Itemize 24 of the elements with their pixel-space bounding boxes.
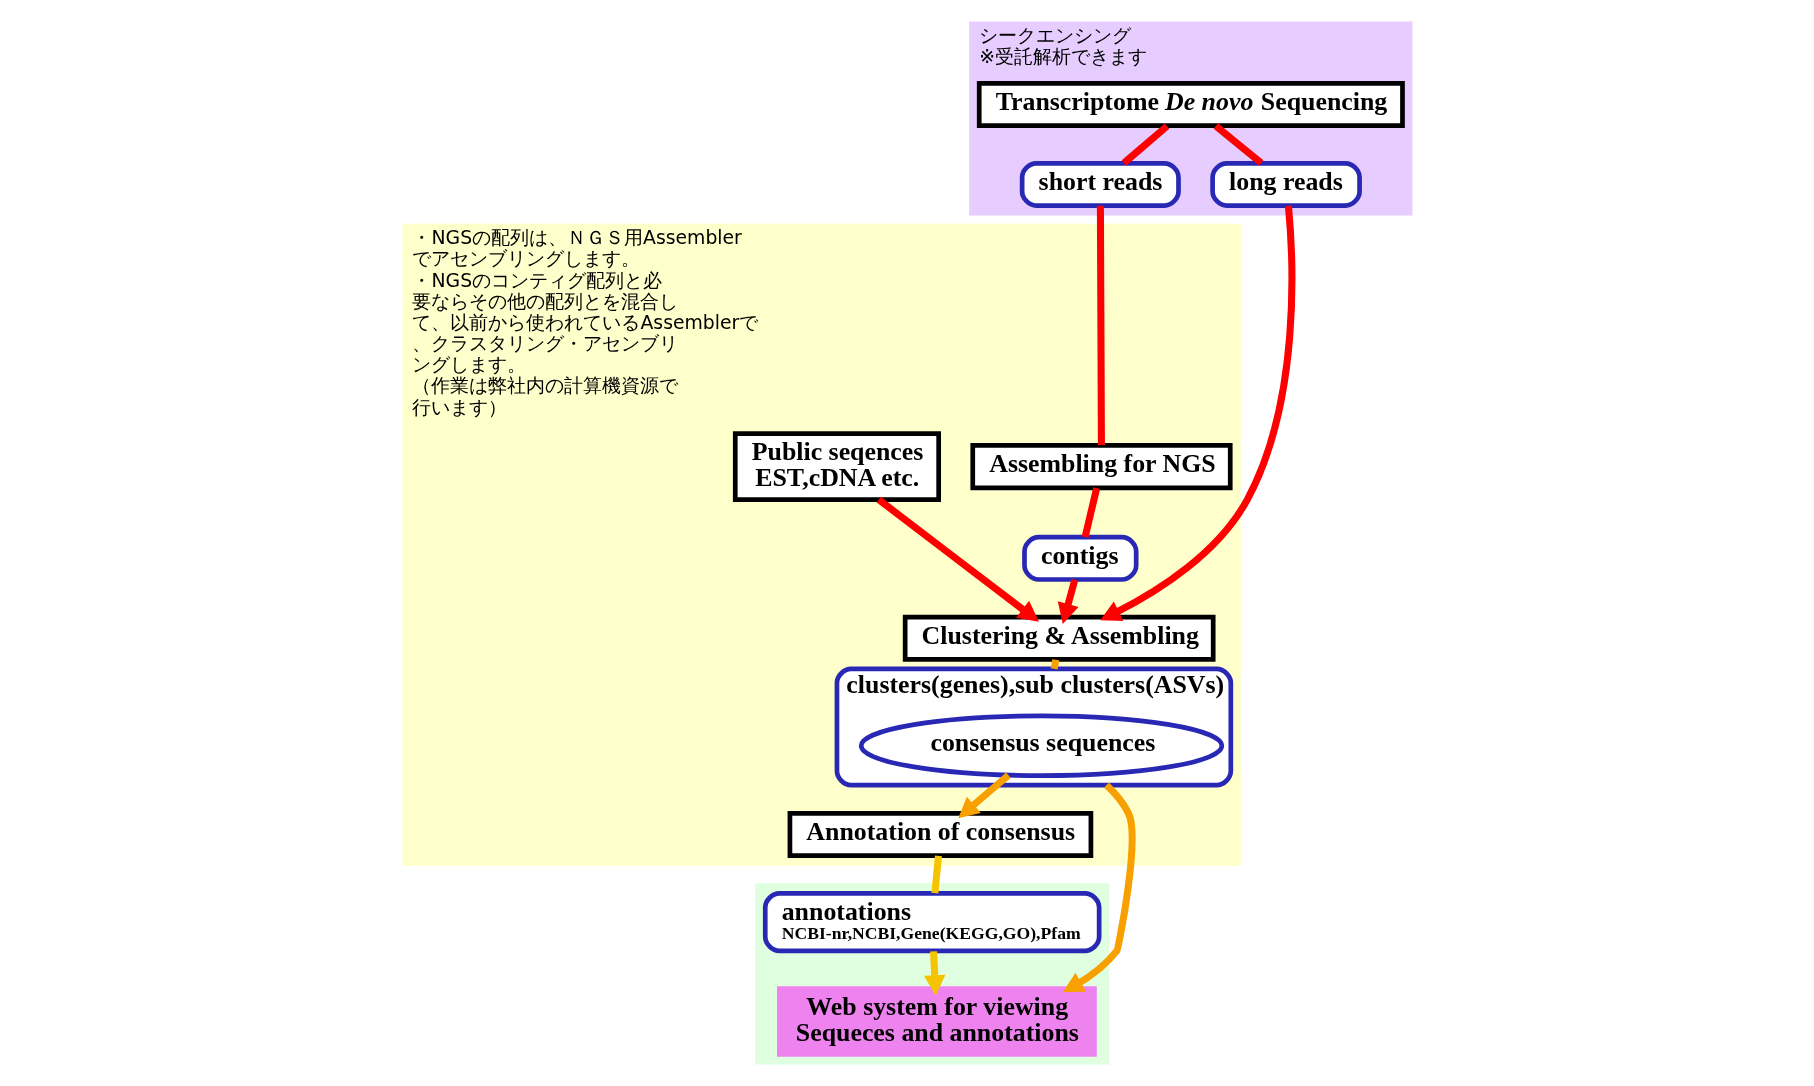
arrow (1099, 205, 1295, 621)
node-box: contigs (1021, 534, 1139, 582)
node-box: Clustering & Assembling (902, 614, 1216, 662)
node-box: annotations NCBI-nr,NCBI,Gene(KEGG,GO),Pfam (762, 890, 1101, 954)
node-box: Assembling for NGS (969, 443, 1233, 491)
connector (1081, 487, 1100, 538)
node-box: Transcriptome De novo Sequencing (976, 81, 1405, 128)
arrow (876, 496, 1039, 622)
node-box: Public seqences EST,cDNA etc. (732, 431, 941, 502)
arrow (923, 951, 945, 996)
node-box: short reads (1019, 160, 1181, 208)
cluster (754, 883, 1109, 1065)
node-ellipse: consensus sequences (858, 713, 1224, 779)
connector (1213, 123, 1263, 166)
node-box: Annotation of consensus (787, 811, 1093, 859)
connector (1096, 205, 1105, 446)
connector (1121, 123, 1169, 166)
arrow (1057, 578, 1079, 624)
connector (1050, 659, 1059, 670)
arrow (957, 772, 1011, 819)
connector (930, 855, 942, 894)
arrow (1062, 782, 1136, 993)
node-box: Web system for viewing Sequeces and annotations (776, 986, 1097, 1057)
node-box: long reads (1209, 160, 1362, 208)
